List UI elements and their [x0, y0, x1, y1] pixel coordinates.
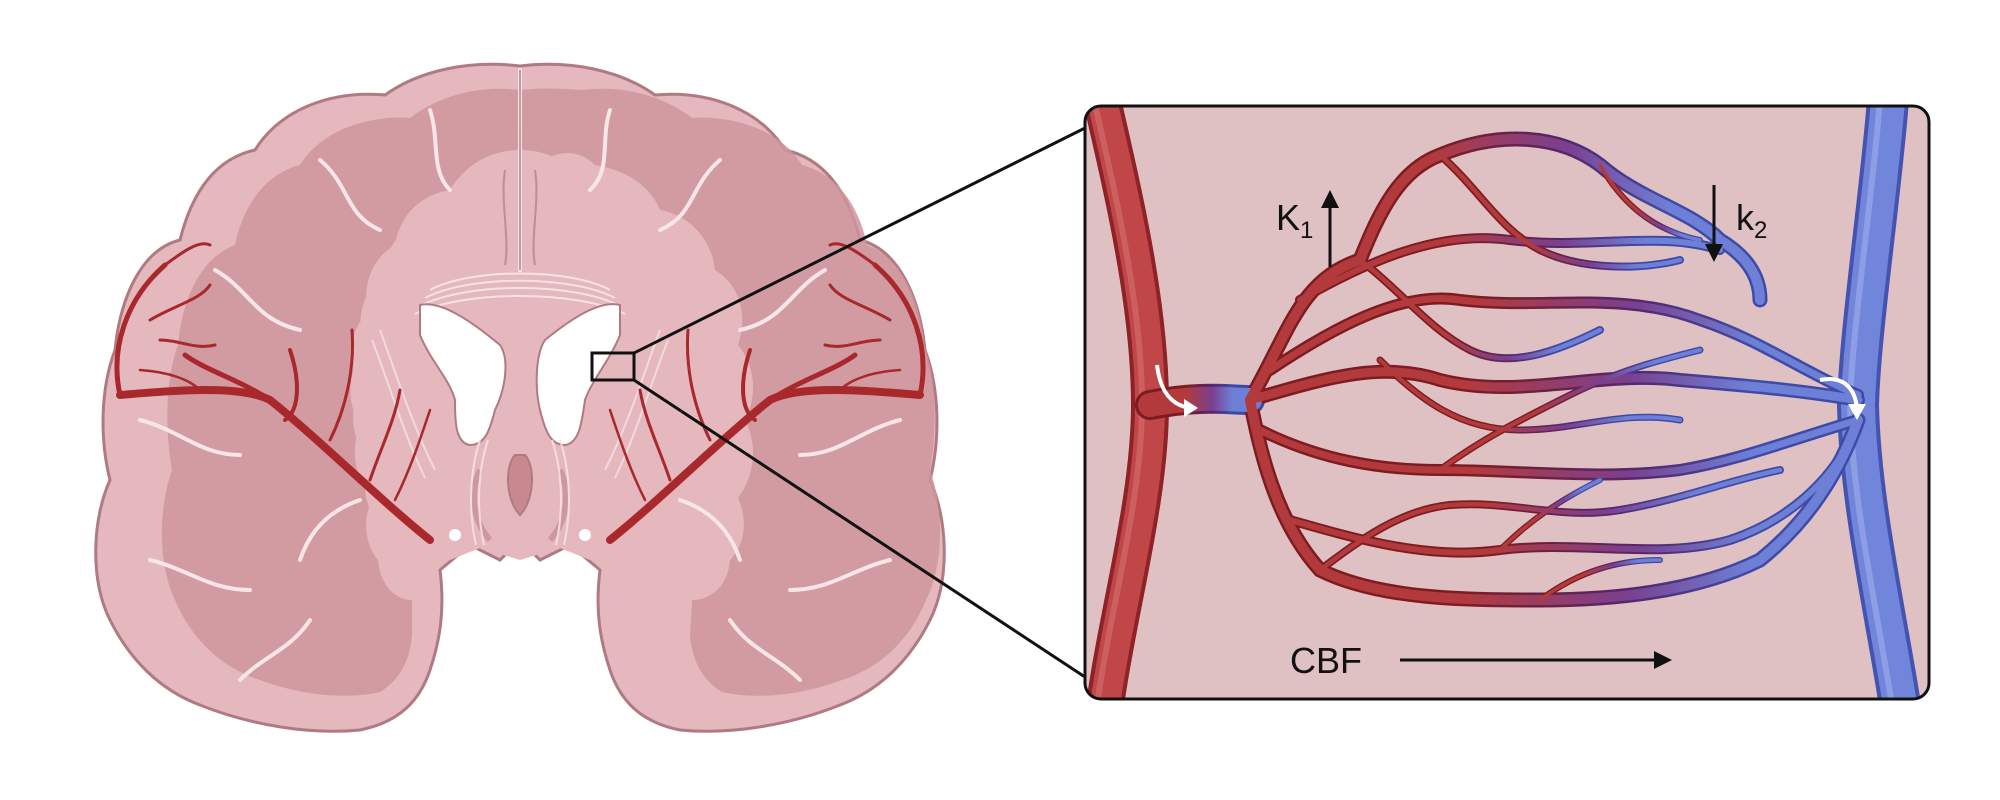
k1-label-sub: 1: [1300, 217, 1313, 244]
third-ventricle: [507, 454, 533, 517]
sulci: [138, 68, 902, 682]
k2-label: k2: [1736, 197, 1767, 244]
zoom-connector-top: [633, 126, 1086, 355]
inset-border: [1083, 104, 1931, 701]
capillary-inset: K1 k2 CBF: [1083, 104, 1931, 701]
brain-coronal-section: [94, 62, 946, 733]
cortex-gyri: [161, 88, 941, 696]
zoom-connector-bottom: [633, 378, 1086, 679]
basal-structures: [471, 468, 569, 543]
k1-label-main: K: [1276, 197, 1300, 238]
lateral-ventricle-right: [535, 303, 621, 447]
cbf-arrow-right-icon: [1400, 651, 1672, 669]
lateral-ventricle-left: [419, 303, 507, 447]
flow-arrow-in: [1155, 364, 1198, 417]
capillary-network: [1138, 133, 1863, 606]
cerebral-arteries: [114, 242, 926, 544]
k1-label: K1: [1276, 197, 1313, 244]
k2-arrow-down-icon: [1705, 185, 1723, 262]
selection-box: [590, 351, 636, 382]
k2-label-main: k: [1736, 197, 1755, 238]
k1-arrow-up-icon: [1321, 190, 1339, 267]
flow-arrow-out: [1819, 377, 1866, 420]
cbf-label: CBF: [1290, 640, 1362, 681]
k2-label-sub: 2: [1754, 217, 1767, 244]
